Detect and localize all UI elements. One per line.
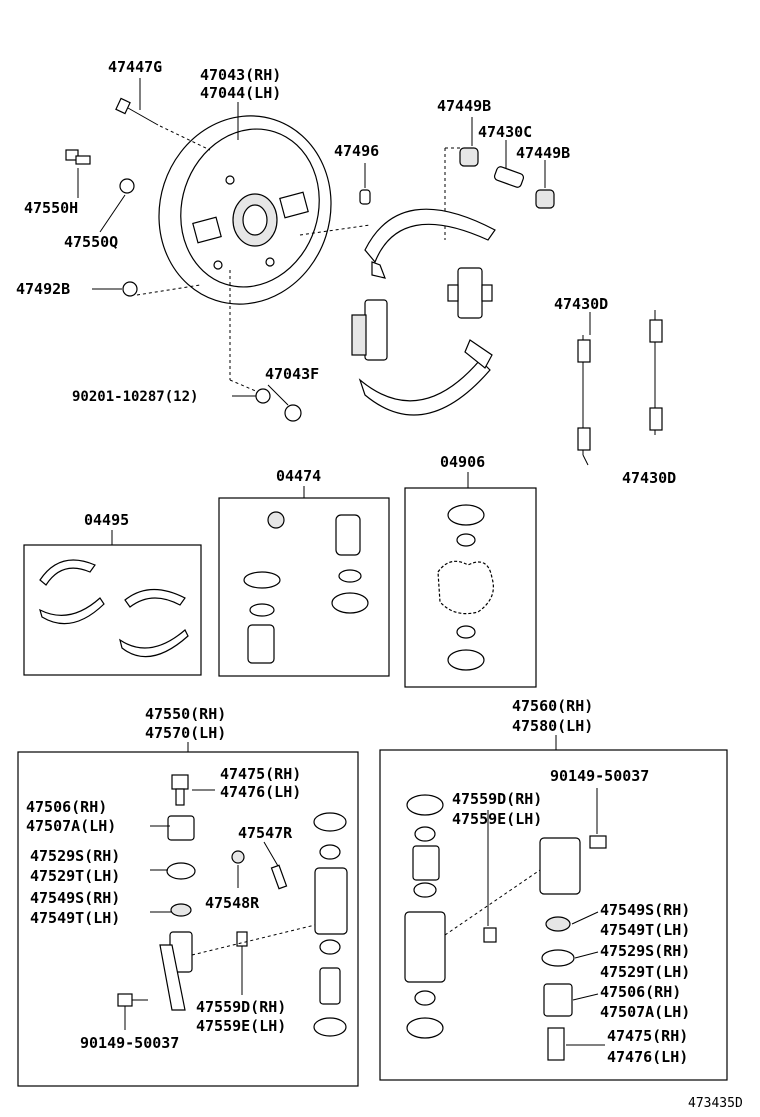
label-right-90149-50037: 90149-50037: [550, 767, 649, 785]
label-04474: 04474: [276, 467, 321, 485]
wheel-cylinder-left-box: [17, 751, 359, 1087]
pin-47496-drawing: [359, 189, 371, 205]
upper-brake-shoe-drawing: [299, 208, 496, 279]
kit-04474-box: [218, 497, 390, 677]
label-right-47549T-lh: 47549T(LH): [600, 921, 690, 939]
springs-47430D-drawing: [577, 310, 663, 466]
label-47496: 47496: [334, 142, 379, 160]
label-47492B: 47492B: [16, 280, 70, 298]
label-right-47559D-rh: 47559D(RH): [452, 790, 542, 808]
bolt-47550H-drawing: [65, 149, 91, 165]
label-47043-rh: 47043(RH): [200, 66, 281, 84]
lower-brake-shoe-drawing: [358, 339, 493, 416]
wheel-cylinder-right-box: [379, 749, 728, 1081]
kit-04906-parts-drawing: [437, 504, 494, 671]
label-47449B-upper: 47449B: [437, 97, 491, 115]
nut-47492B-drawing: [122, 281, 138, 297]
label-47550-rh: 47550(RH): [145, 705, 226, 723]
label-47570-lh: 47570(LH): [145, 724, 226, 742]
label-left-47529T-lh: 47529T(LH): [30, 867, 120, 885]
wheel-cylinder-left-drawing: [351, 299, 388, 361]
label-04495: 04495: [84, 511, 129, 529]
kit-04906-box: [404, 487, 537, 688]
label-right-47549S-rh: 47549S(RH): [600, 901, 690, 919]
label-47550H: 47550H: [24, 199, 78, 217]
nut-47550Q-drawing: [119, 178, 135, 194]
kit-04495-parts-drawing: [39, 559, 189, 658]
label-47548R: 47548R: [205, 894, 260, 912]
label-left-47506-rh: 47506(RH): [26, 798, 107, 816]
wheel-cylinder-top-drawing: [447, 267, 493, 319]
kit-04474-parts-drawing: [243, 511, 369, 664]
label-left-47475-rh: 47475(RH): [220, 765, 301, 783]
label-47560-rh: 47560(RH): [512, 697, 593, 715]
label-47447G: 47447G: [108, 58, 162, 76]
label-right-47559E-lh: 47559E(LH): [452, 810, 542, 828]
label-left-47476-lh: 47476(LH): [220, 783, 301, 801]
backing-plate-drawing: [158, 115, 332, 305]
label-left-47549S-rh: 47549S(RH): [30, 889, 120, 907]
label-47043F: 47043F: [265, 365, 319, 383]
label-left-47507A-lh: 47507A(LH): [26, 817, 116, 835]
label-left-47529S-rh: 47529S(RH): [30, 847, 120, 865]
label-47430D-upper: 47430D: [554, 295, 608, 313]
wheel-cylinder-right-parts-drawing: [404, 794, 607, 1061]
label-47430D-lower: 47430D: [622, 469, 676, 487]
label-right-47476-lh: 47476(LH): [607, 1048, 688, 1066]
label-47430C: 47430C: [478, 123, 532, 141]
label-right-47529T-lh: 47529T(LH): [600, 963, 690, 981]
kit-04495-box: [23, 544, 202, 676]
label-left-47549T-lh: 47549T(LH): [30, 909, 120, 927]
label-04906: 04906: [440, 453, 485, 471]
label-47449B-lower: 47449B: [516, 144, 570, 162]
label-47044-lh: 47044(LH): [200, 84, 281, 102]
label-90201-10287: 90201-10287(12): [72, 389, 198, 405]
figure-code: 473435D: [688, 1096, 743, 1111]
adjuster-parts-drawing: [444, 117, 555, 240]
bolt-47447G-drawing: [115, 97, 211, 151]
label-right-47506-rh: 47506(RH): [600, 983, 681, 1001]
label-right-47507A-lh: 47507A(LH): [600, 1003, 690, 1021]
label-left-90149-50037: 90149-50037: [80, 1034, 179, 1052]
nut-47043F-drawing: [229, 270, 302, 422]
label-left-47559D-rh: 47559D(RH): [196, 998, 286, 1016]
label-47580-lh: 47580(LH): [512, 717, 593, 735]
label-right-47475-rh: 47475(RH): [607, 1027, 688, 1045]
label-left-47559E-lh: 47559E(LH): [196, 1017, 286, 1035]
wheel-cylinder-left-parts-drawing: [117, 774, 348, 1037]
label-right-47529S-rh: 47529S(RH): [600, 942, 690, 960]
label-47547R: 47547R: [238, 824, 293, 842]
label-47550Q: 47550Q: [64, 233, 118, 251]
